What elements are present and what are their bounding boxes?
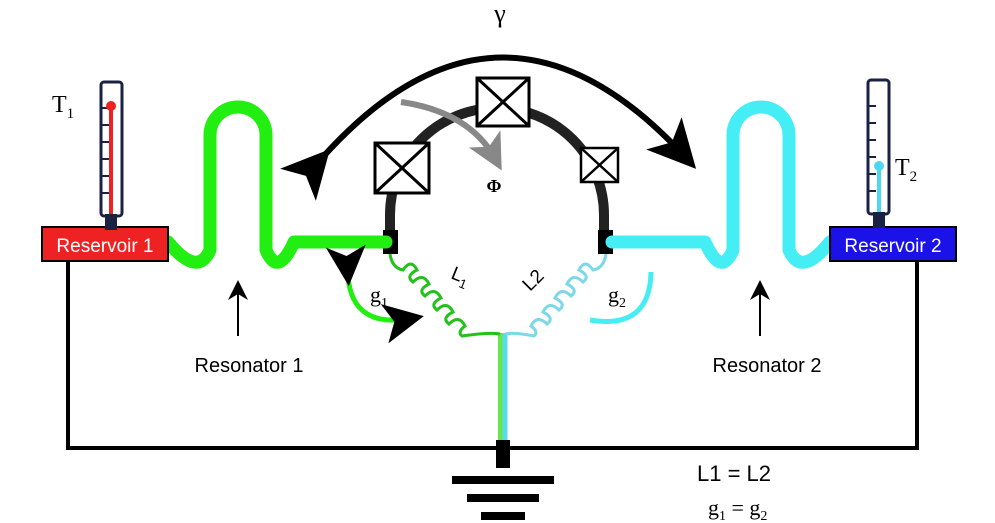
thermometer-1 bbox=[99, 80, 124, 230]
resonator-1-line bbox=[161, 100, 393, 269]
josephson-junction-right bbox=[579, 146, 620, 184]
g2-arrow bbox=[589, 271, 654, 324]
resonator-2-label: Resonator 2 bbox=[713, 355, 822, 377]
t1-label: T1 bbox=[52, 92, 74, 122]
reservoir-1-box bbox=[41, 226, 169, 262]
reservoir-1-label: Reservoir 1 bbox=[56, 236, 153, 257]
phi-label: Φ bbox=[487, 176, 502, 196]
gamma-label: γ bbox=[493, 0, 506, 28]
josephson-junction-left bbox=[373, 141, 431, 195]
g1-label: g1 bbox=[370, 282, 388, 311]
reservoir-2-label: Reservoir 2 bbox=[844, 236, 941, 257]
inductor-l1 bbox=[388, 253, 501, 338]
gamma-arrow bbox=[280, 54, 697, 201]
ground-loop bbox=[66, 262, 919, 450]
reservoir-2-box bbox=[829, 226, 957, 262]
ground-symbol bbox=[452, 476, 554, 520]
g1-arrow bbox=[325, 244, 424, 344]
l2-label: L2 bbox=[519, 266, 549, 296]
ground-node bbox=[496, 440, 510, 468]
g2-label: g2 bbox=[608, 282, 626, 311]
resonator-2-line bbox=[605, 100, 837, 269]
inductor-l2 bbox=[504, 253, 608, 338]
t2-label: T2 bbox=[895, 155, 917, 185]
equation-g1-g2: g1 = g2 bbox=[708, 495, 767, 523]
josephson-junction-top bbox=[475, 76, 531, 128]
equation-l1-l2: L1 = L2 bbox=[697, 461, 771, 486]
l1-label: L1 bbox=[447, 263, 473, 292]
resonator-1-label: Resonator 1 bbox=[195, 355, 304, 377]
thermometer-2 bbox=[866, 78, 891, 228]
